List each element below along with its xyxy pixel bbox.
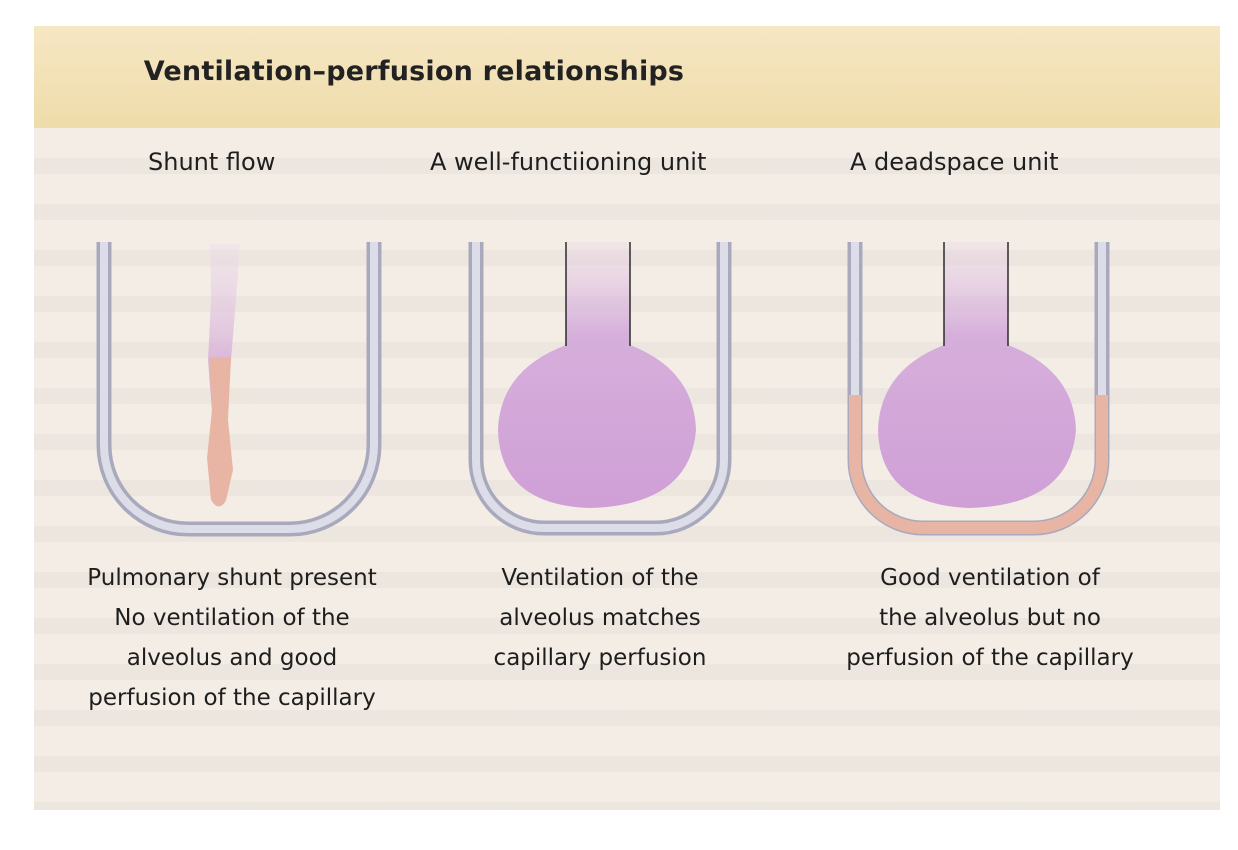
- caption-line: alveolus matches: [499, 605, 701, 631]
- perfusion-segment-deadspace: [849, 395, 1108, 534]
- caption-line: Pulmonary shunt present: [87, 565, 377, 591]
- caption-line: No ventilation of the: [114, 605, 350, 631]
- heading-well-functioning-unit: A well-functiioning unit: [430, 148, 707, 176]
- title-band: [34, 26, 1220, 128]
- deadspace-unit: [847, 242, 1110, 536]
- heading-shunt-flow: Shunt flow: [148, 148, 276, 176]
- caption-line: alveolus and good: [126, 645, 338, 671]
- caption-line: the alveolus but no: [879, 605, 1101, 631]
- well-functioning-unit: [468, 242, 732, 536]
- caption-shunt-flow: Pulmonary shunt present No ventilation o…: [52, 558, 412, 718]
- heading-deadspace-unit: A deadspace unit: [850, 148, 1059, 176]
- caption-well-functioning-unit: Ventilation of the alveolus matches capi…: [440, 558, 760, 678]
- shunt-flow-unit: [96, 242, 382, 537]
- perfusion-blood-shunt: [207, 357, 233, 507]
- caption-line: perfusion of the capillary: [846, 645, 1134, 671]
- caption-line: Good ventilation of: [880, 565, 1100, 591]
- alveolus-well-functioning: [498, 242, 696, 508]
- capillary-tube-shunt: [96, 242, 382, 537]
- caption-line: capillary perfusion: [493, 645, 707, 671]
- caption-line: Ventilation of the: [501, 565, 699, 591]
- alveolus-deadspace: [878, 242, 1076, 508]
- caption-deadspace-unit: Good ventilation of the alveolus but no …: [800, 558, 1180, 678]
- figure-title: Ventilation–perfusion relationships: [143, 56, 685, 87]
- caption-line: perfusion of the capillary: [88, 685, 376, 711]
